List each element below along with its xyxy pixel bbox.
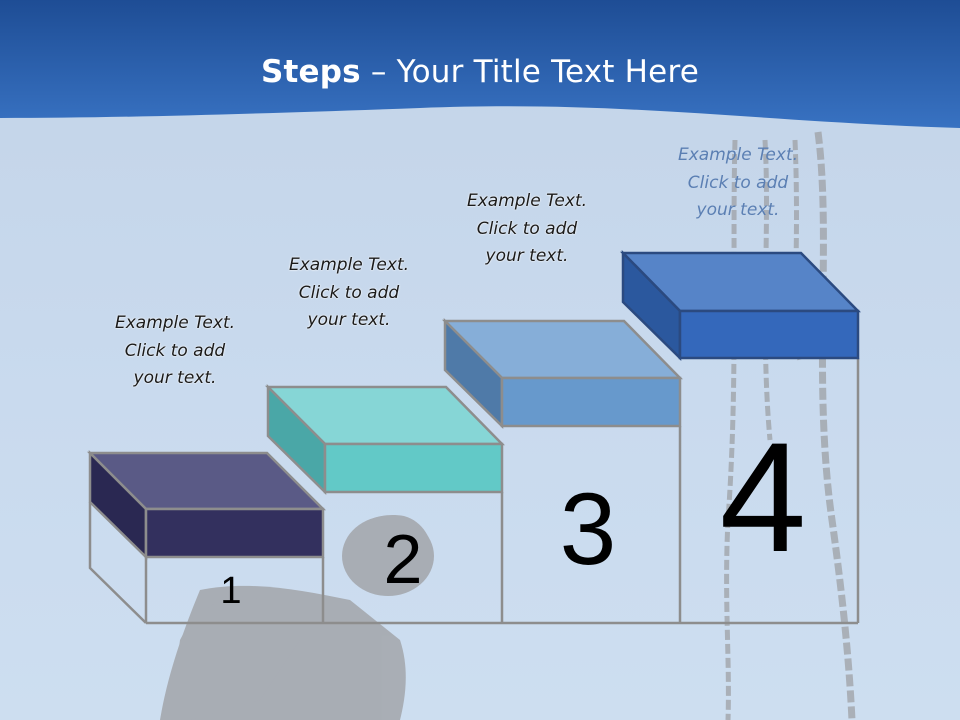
slide-title[interactable]: Steps – Your Title Text Here xyxy=(0,54,960,90)
step-caption-1[interactable]: Example Text. Click to add your text. xyxy=(95,310,255,393)
step-block-1[interactable] xyxy=(86,449,327,560)
caption-line: Click to add xyxy=(476,218,578,239)
caption-line: Example Text. xyxy=(288,255,410,275)
steps-outline xyxy=(88,358,860,625)
step-number-2: 2 xyxy=(383,520,423,598)
caption-line: your text. xyxy=(696,200,780,220)
caption-line: your text. xyxy=(485,246,569,266)
step-block-2[interactable] xyxy=(264,383,505,495)
caption-line: Click to add xyxy=(298,282,400,303)
step-block-3[interactable] xyxy=(441,317,683,429)
step-number-1: 1 xyxy=(220,570,242,612)
step-caption-4[interactable]: Example Text. Click to add your text. xyxy=(658,142,818,225)
step-caption-3[interactable]: Example Text. Click to add your text. xyxy=(447,188,607,271)
header-band xyxy=(0,0,960,128)
caption-line: Example Text. xyxy=(677,145,799,165)
step-caption-2[interactable]: Example Text. Click to add your text. xyxy=(269,252,429,335)
caption-line: Example Text. xyxy=(114,313,236,333)
step-number-3: 3 xyxy=(559,472,617,586)
caption-line: Example Text. xyxy=(466,191,588,211)
caption-line: your text. xyxy=(307,310,391,330)
title-rest: – Your Title Text Here xyxy=(360,54,699,90)
caption-line: Click to add xyxy=(687,172,789,193)
caption-line: your text. xyxy=(133,368,217,388)
worker-silhouette-icon xyxy=(160,515,434,720)
step-block-4[interactable] xyxy=(620,249,861,361)
step-number-4: 4 xyxy=(719,411,807,585)
caption-line: Click to add xyxy=(124,340,226,361)
title-bold: Steps xyxy=(260,54,361,90)
